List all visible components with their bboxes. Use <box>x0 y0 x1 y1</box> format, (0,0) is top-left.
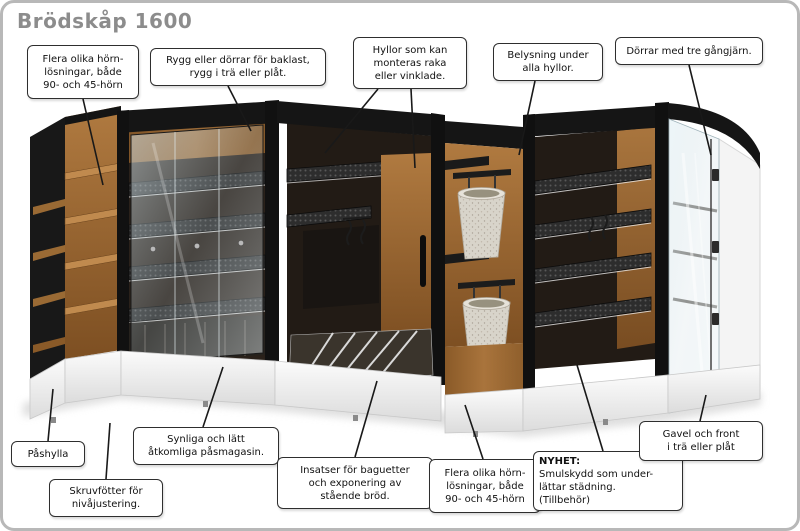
leader-corner-top <box>82 98 104 186</box>
leader-gable <box>699 394 707 422</box>
leader-bag-magazine <box>202 366 224 428</box>
leader-back-panel <box>227 85 252 132</box>
hooks-center <box>342 216 372 246</box>
callout-news-body: Smulskydd som under- lättar städning. (T… <box>539 469 654 506</box>
corner-unit-wood <box>64 106 122 359</box>
leader-inserts <box>354 380 378 458</box>
callout-back-panel: Rygg eller dörrar för baklast, rygg i tr… <box>150 48 326 86</box>
callout-text: Belysning under alla hyllor. <box>507 50 589 74</box>
callout-corner-solutions-top: Flera olika hörn- lösningar, både 90- oc… <box>27 45 139 99</box>
door-handle <box>420 235 426 287</box>
callout-feet: Skruvfötter för nivåjustering. <box>49 479 163 517</box>
callout-doors: Dörrar med tre gångjärn. <box>615 37 763 65</box>
callout-inserts: Insatser för baguetter och exponering av… <box>277 457 433 509</box>
hooks-right <box>588 214 608 242</box>
callout-shelves: Hyllor som kan monteras raka eller vinkl… <box>353 37 467 89</box>
callout-news-heading: NYHET: <box>539 456 581 467</box>
callout-bag-magazine: Synliga och lätt åtkomliga påsmagasin. <box>133 427 279 465</box>
leader-shelves-b <box>410 88 416 169</box>
callout-lighting: Belysning under alla hyllor. <box>493 43 603 81</box>
callout-bag-shelf: Påshylla <box>11 441 85 467</box>
glass-doors-left <box>130 124 264 364</box>
bin-section <box>445 121 523 395</box>
callout-text: Flera olika hörn- lösningar, både 90- oc… <box>444 467 526 505</box>
callout-text: Rygg eller dörrar för baklast, rygg i tr… <box>166 55 310 79</box>
display-unit-left <box>117 100 279 379</box>
leader-feet <box>105 422 111 480</box>
callout-corner-solutions-bottom: Flera olika hörn- lösningar, både 90- oc… <box>429 459 541 513</box>
leader-news <box>576 364 604 452</box>
display-unit-center <box>277 101 445 385</box>
callout-text: Hyllor som kan monteras raka eller vinkl… <box>372 44 448 82</box>
callout-text: Påshylla <box>27 448 69 460</box>
callout-text: Gavel och front i trä eller plåt <box>662 429 740 453</box>
white-gable <box>718 138 761 404</box>
callout-news: NYHET: Smulskydd som under- lättar städn… <box>533 451 683 511</box>
leader-corner-bottom <box>464 404 484 460</box>
leader-bag-shelf <box>47 388 54 442</box>
bread-bin-top <box>457 175 506 260</box>
door-hinges <box>712 169 719 325</box>
callout-text: Dörrar med tre gångjärn. <box>626 45 752 57</box>
callout-text: Synliga och lätt åtkomliga påsmagasin. <box>147 434 265 458</box>
callout-text: Skruvfötter för nivåjustering. <box>69 486 143 510</box>
wood-door-center <box>381 153 431 343</box>
cabinet-illustration <box>23 64 761 480</box>
callout-gable: Gavel och front i trä eller plåt <box>639 421 763 461</box>
leader-lines <box>47 64 712 480</box>
page-title: Brödskåp 1600 <box>17 9 193 33</box>
corner-unit-left-black <box>30 117 65 381</box>
callout-text: Insatser för baguetter och exponering av… <box>300 464 410 502</box>
leader-lighting <box>518 80 536 156</box>
leader-doors <box>688 64 712 156</box>
base-plinth <box>29 350 761 434</box>
display-unit-right <box>523 102 669 395</box>
callout-text: Flera olika hörn- lösningar, både 90- oc… <box>42 53 124 91</box>
leader-shelves-a <box>324 88 379 154</box>
